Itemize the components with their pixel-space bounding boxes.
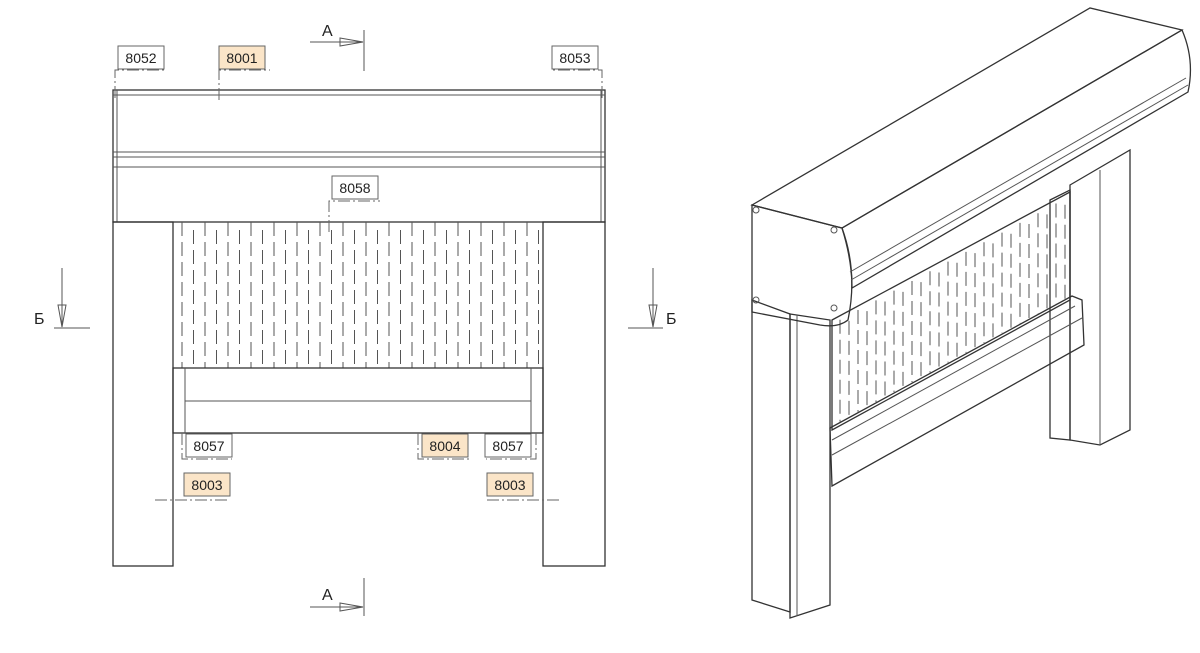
label-text: 8057: [193, 438, 224, 454]
mesh-screen: [181, 222, 539, 368]
label-8003-right: 8003: [486, 472, 534, 497]
label-box: [117, 45, 165, 70]
label-text: 8003: [494, 477, 525, 493]
label-text: 8052: [125, 50, 156, 66]
label-text: 8053: [559, 50, 590, 66]
left-post: [112, 221, 174, 567]
leader-lines: [114, 69, 603, 501]
label-8003-left: 8003: [183, 472, 231, 497]
isometric-view: [750, 7, 1192, 619]
label-box: [484, 433, 532, 458]
label-box: [185, 433, 233, 458]
label-box: [218, 45, 266, 70]
label-8001: 8001: [218, 45, 266, 70]
label-box: [183, 472, 231, 497]
label-8053: 8053: [551, 45, 599, 70]
label-8057-right: 8057: [484, 433, 532, 458]
svg-text:А: А: [322, 23, 333, 40]
front-view: А А Б Б 8052 8001 8053 8058 8057 8: [34, 23, 677, 616]
cassette-front-iso: [841, 29, 1192, 290]
label-8004: 8004: [421, 433, 469, 458]
section-a-bottom: А: [310, 578, 365, 616]
cassette: [112, 89, 606, 223]
label-text: 8057: [492, 438, 523, 454]
label-8052: 8052: [117, 45, 165, 70]
iso-mesh-lines: [839, 203, 1066, 422]
label-8058: 8058: [331, 175, 379, 200]
svg-text:Б: Б: [666, 311, 677, 328]
label-text: 8004: [429, 438, 460, 454]
mesh-panel-iso: [831, 190, 1071, 432]
bottom-bar-iso: [829, 295, 1085, 488]
label-text: 8001: [226, 50, 257, 66]
left-post-iso: [751, 299, 791, 613]
label-box: [331, 175, 379, 200]
svg-text:Б: Б: [34, 311, 45, 328]
left-post-front-iso: [789, 313, 831, 619]
label-box: [551, 45, 599, 70]
section-a-top: А: [310, 23, 365, 71]
bottom-bar: [172, 367, 544, 434]
cassette-end-iso: [751, 204, 853, 327]
section-b-left: Б: [34, 268, 90, 329]
label-text: 8003: [191, 477, 222, 493]
label-8057-left: 8057: [185, 433, 233, 458]
label-box: [421, 433, 469, 458]
label-box: [486, 472, 534, 497]
svg-text:А: А: [322, 587, 333, 604]
section-b-right: Б: [628, 268, 677, 329]
label-text: 8058: [339, 180, 370, 196]
right-post: [542, 221, 606, 567]
right-guide-iso: [1049, 188, 1071, 441]
